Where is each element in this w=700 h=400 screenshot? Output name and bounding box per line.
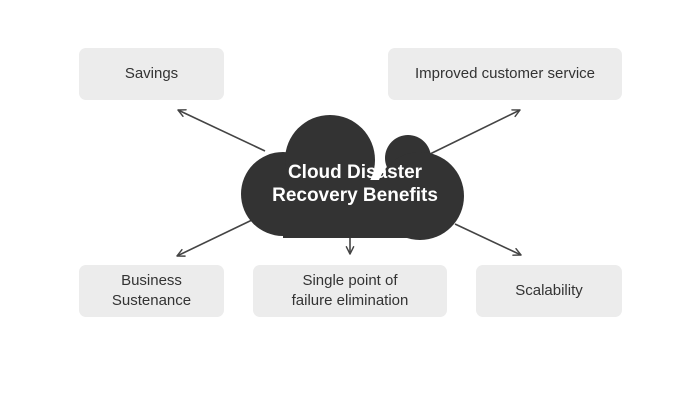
benefit-box-improved-customer-service: Improved customer service [388, 48, 622, 100]
benefit-box-savings: Savings [79, 48, 224, 100]
benefit-box-scalability: Scalability [476, 265, 622, 317]
arrow-to-improved-customer-service [429, 109, 521, 155]
benefit-label: Business [121, 272, 182, 289]
benefit-label: failure elimination [291, 292, 409, 309]
cloud-title: Cloud Disaster Recovery Benefits [250, 161, 460, 207]
arrow-to-scalability [454, 223, 522, 256]
arrow-to-business-sustenance [176, 219, 253, 257]
benefit-label: Single point of [302, 272, 398, 289]
arrow-to-savings [177, 109, 266, 152]
benefit-label: Scalability [515, 282, 583, 299]
benefit-label: Savings [124, 65, 179, 82]
cloud-title-line: Recovery Benefits [272, 185, 438, 206]
benefit-box-business-sustenance: Business Sustenance [79, 265, 224, 317]
cloud-title-line: Cloud Disaster [287, 162, 423, 183]
benefit-box-single-point-of-failure-elimination: Single point of failure elimination [253, 265, 447, 317]
benefit-label: Sustenance [111, 292, 192, 309]
benefit-label: Improved customer service [414, 65, 596, 82]
